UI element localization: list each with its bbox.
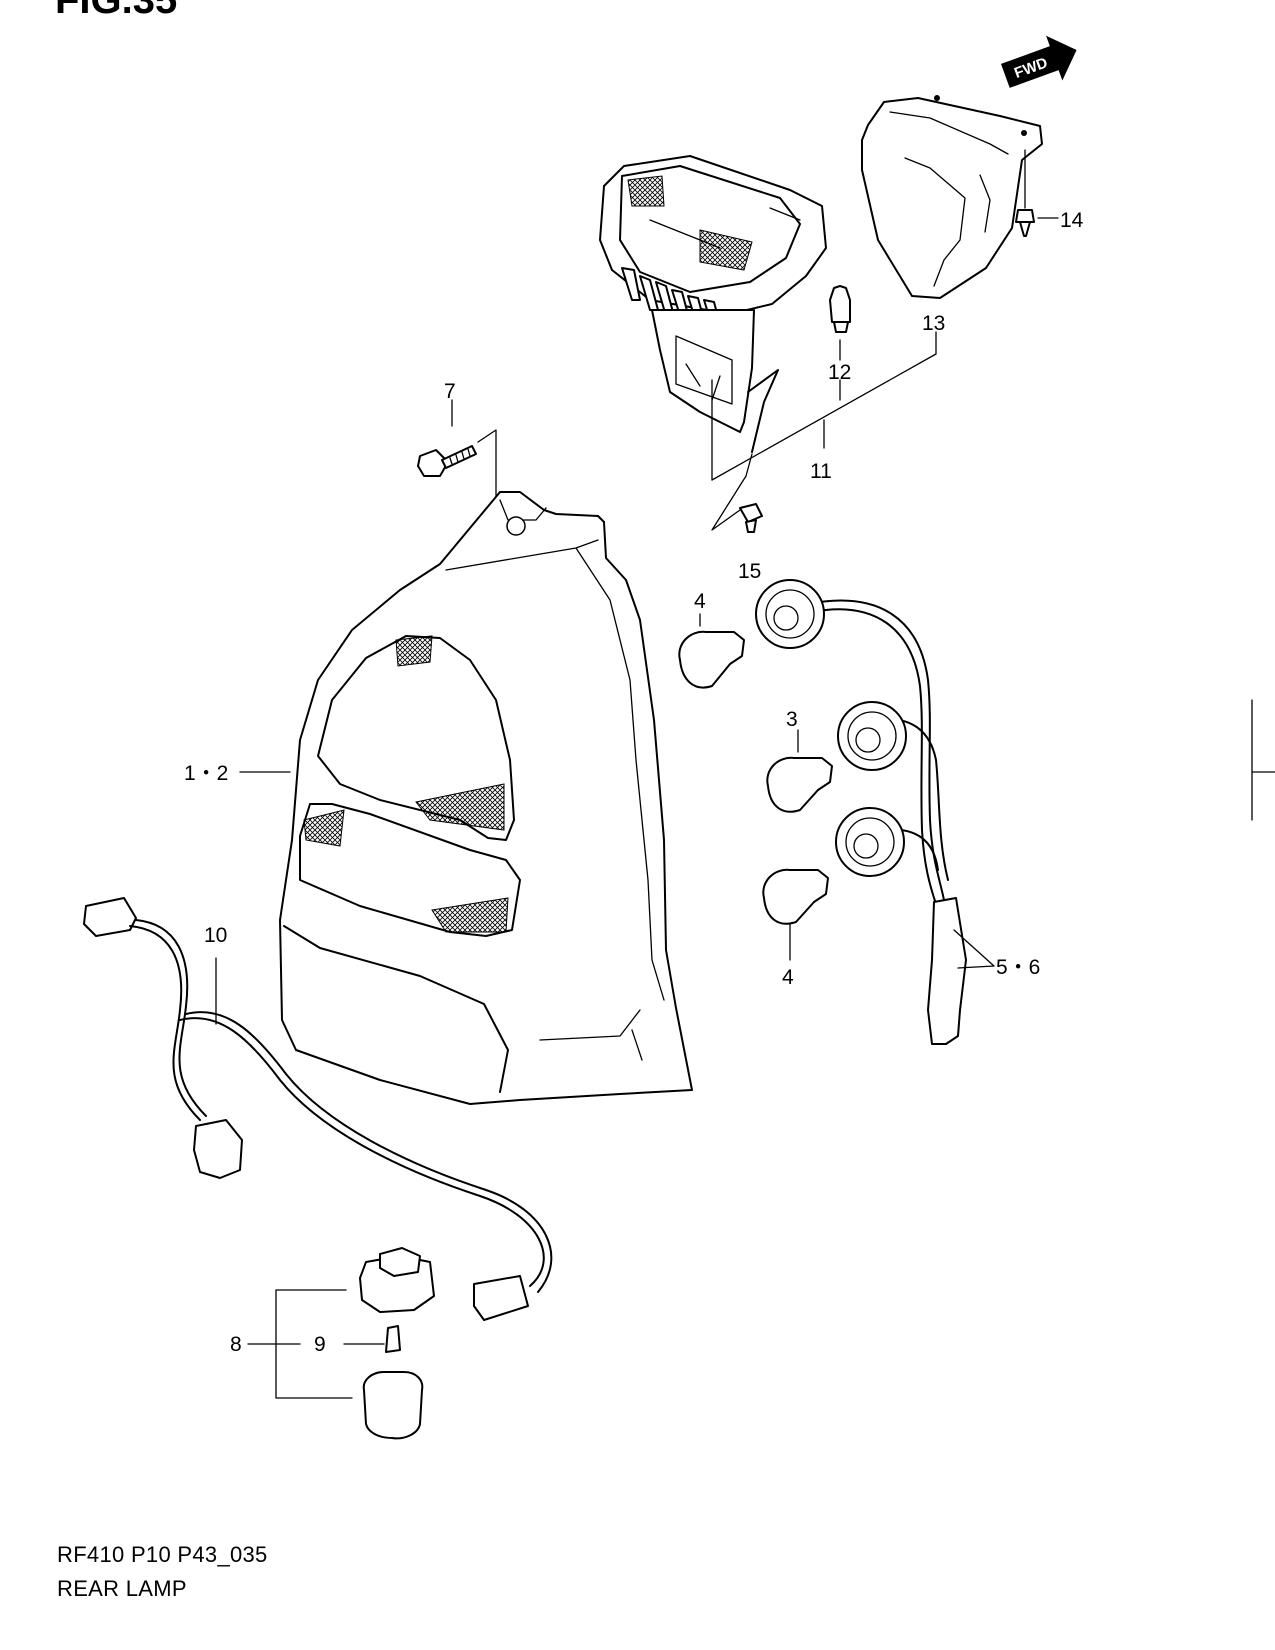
callout-9: 9 bbox=[314, 1333, 326, 1356]
screw-15 bbox=[711, 453, 763, 533]
socket-middle bbox=[837, 701, 907, 771]
leader-lines-11-13 bbox=[711, 331, 937, 481]
callout-7: 7 bbox=[444, 380, 456, 403]
bulb-4-lower bbox=[762, 868, 829, 961]
callout-5-6: 5・6 bbox=[996, 956, 1040, 979]
high-mount-lamp-cover bbox=[861, 95, 1043, 299]
bulb-3 bbox=[766, 729, 833, 813]
callout-10: 10 bbox=[204, 924, 227, 947]
callout-15: 15 bbox=[738, 560, 761, 583]
bulb-4-upper bbox=[678, 613, 745, 689]
callout-11: 11 bbox=[810, 460, 832, 483]
callout-13: 13 bbox=[922, 312, 945, 335]
wiring-harness-10 bbox=[83, 897, 553, 1321]
callout-3: 3 bbox=[786, 708, 798, 731]
callout-1-2: 1・2 bbox=[184, 762, 228, 785]
drawing-code: RF410 P10 P43_035 bbox=[57, 1542, 268, 1567]
clip-14 bbox=[1015, 149, 1059, 237]
callout-4-lower: 4 bbox=[782, 966, 794, 989]
high-mount-stop-lamp bbox=[599, 155, 827, 453]
rear-combination-lamp bbox=[239, 491, 693, 1105]
bulb-12 bbox=[829, 285, 851, 361]
socket-upper bbox=[755, 579, 825, 649]
callout-4-upper: 4 bbox=[694, 590, 706, 613]
callout-12: 12 bbox=[828, 361, 851, 384]
socket-lower bbox=[835, 807, 905, 877]
callout-8: 8 bbox=[230, 1333, 242, 1356]
drawing-title: REAR LAMP bbox=[57, 1576, 187, 1601]
socket-harness bbox=[755, 579, 995, 1045]
fwd-arrow-icon: FWD bbox=[1000, 35, 1077, 88]
license-lamp-parts bbox=[247, 1247, 435, 1440]
callout-14: 14 bbox=[1060, 209, 1084, 232]
figure-title: FIG.35 bbox=[55, 0, 178, 22]
